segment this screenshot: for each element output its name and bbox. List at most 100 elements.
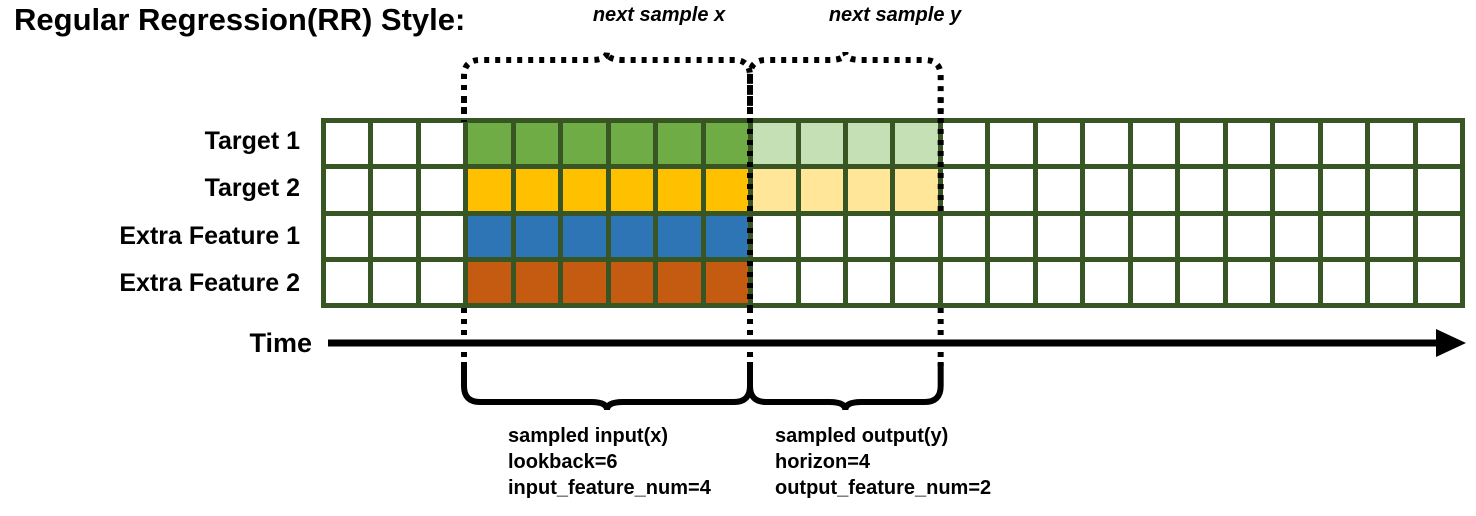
grid-cell [1417, 215, 1460, 257]
grid-cell [1227, 123, 1271, 165]
grid-cell [705, 215, 749, 257]
grid-cell [1417, 169, 1460, 211]
grid-cell [1180, 169, 1223, 211]
grid-cell [705, 169, 749, 211]
grid-cell [1275, 123, 1318, 165]
row-label-target-2: Target 2 [204, 174, 300, 203]
grid-cell [1037, 215, 1081, 257]
grid-cell [658, 215, 701, 257]
annotation-sampled-input: sampled input(x) lookback=6 input_featur… [508, 423, 711, 501]
grid-cell [610, 169, 654, 211]
grid-cell [610, 261, 654, 303]
grid-cell [848, 169, 891, 211]
sampled-output-line-2: horizon=4 [775, 451, 871, 473]
row-label-target-1: Target 1 [204, 126, 300, 155]
grid-cell [1275, 261, 1318, 303]
grid-cell [1132, 123, 1176, 165]
page-title: Regular Regression(RR) Style: [14, 2, 466, 37]
grid-cell [1227, 215, 1271, 257]
grid-cell [800, 261, 844, 303]
sampled-output-line-3: output_feature_num=2 [775, 477, 992, 499]
grid-cell [1370, 123, 1413, 165]
grid-cell [326, 215, 369, 257]
grid-cell [1180, 123, 1223, 165]
grid-cell [468, 123, 511, 165]
grid-cell [658, 261, 701, 303]
grid-cell [1085, 123, 1128, 165]
grid-cell [848, 123, 891, 165]
grid-cell [515, 261, 559, 303]
row-label-extra-feature-2: Extra Feature 2 [119, 269, 300, 298]
brace-sampled-output [747, 362, 944, 411]
grid-cell [563, 215, 606, 257]
sampled-output-line-1: sampled output(y) [775, 425, 949, 447]
grid-cell [1037, 169, 1081, 211]
grid-cell [1180, 261, 1223, 303]
grid-cell [990, 169, 1033, 211]
timeline-grid [321, 118, 1465, 308]
grid-cell [468, 215, 511, 257]
grid-cell [753, 123, 796, 165]
grid-cell [515, 123, 559, 165]
grid-cell [1132, 169, 1176, 211]
annotation-label-next-sample-y: next sample y [828, 4, 962, 26]
grid-cell [1180, 215, 1223, 257]
grid-cell [1132, 261, 1176, 303]
row-label-extra-feature-1: Extra Feature 1 [119, 221, 300, 250]
sampled-input-line-1: sampled input(x) [508, 425, 669, 447]
time-axis-label: Time [249, 328, 312, 358]
grid-cell [800, 215, 844, 257]
grid-cell [326, 123, 369, 165]
grid-cell [848, 261, 891, 303]
grid-cell [1227, 169, 1271, 211]
grid-cell [705, 261, 749, 303]
grid-cell [990, 261, 1033, 303]
grid-cell [373, 123, 416, 165]
grid-cell [1085, 215, 1128, 257]
grid-cell [705, 123, 749, 165]
grid-cell [1417, 261, 1460, 303]
grid-cell [658, 123, 701, 165]
annotation-sampled-output: sampled output(y) horizon=4 output_featu… [775, 423, 991, 501]
grid-cell [373, 169, 416, 211]
grid-cell [1370, 169, 1413, 211]
brace-sampled-input [461, 362, 753, 411]
time-axis-arrowhead [1436, 329, 1466, 357]
grid-cell [1370, 215, 1413, 257]
grid-cell [373, 261, 416, 303]
grid-cell [1322, 123, 1366, 165]
grid-cell [753, 261, 796, 303]
row-label-column: Target 1 Target 2 Extra Feature 1 Extra … [0, 118, 312, 308]
brace-next-sample-x [461, 51, 753, 112]
grid-cell [563, 261, 606, 303]
grid-cell [515, 169, 559, 211]
grid-cell [420, 169, 464, 211]
grid-cell [1275, 215, 1318, 257]
grid-cell [468, 261, 511, 303]
grid-cell [515, 215, 559, 257]
sampled-input-line-2: lookback=6 [508, 451, 618, 473]
brace-next-sample-y [747, 51, 944, 112]
grid-cell [610, 215, 654, 257]
grid-cell [895, 169, 938, 211]
grid-cell [895, 123, 938, 165]
grid-cell [800, 169, 844, 211]
grid-cell [610, 123, 654, 165]
grid-cell [373, 215, 416, 257]
grid-cell [942, 215, 986, 257]
grid-cell [1322, 169, 1366, 211]
grid-cell [563, 123, 606, 165]
grid-cell [942, 123, 986, 165]
grid-cell [468, 169, 511, 211]
sampled-input-line-3: input_feature_num=4 [508, 477, 711, 499]
grid-cell [1275, 169, 1318, 211]
grid-cell [326, 261, 369, 303]
grid-cell [420, 261, 464, 303]
grid-cell [990, 215, 1033, 257]
grid-cell [942, 169, 986, 211]
grid-cell [753, 169, 796, 211]
grid-cell [1085, 261, 1128, 303]
grid-cell [895, 261, 938, 303]
grid-cell [1417, 123, 1460, 165]
grid-cell [658, 169, 701, 211]
